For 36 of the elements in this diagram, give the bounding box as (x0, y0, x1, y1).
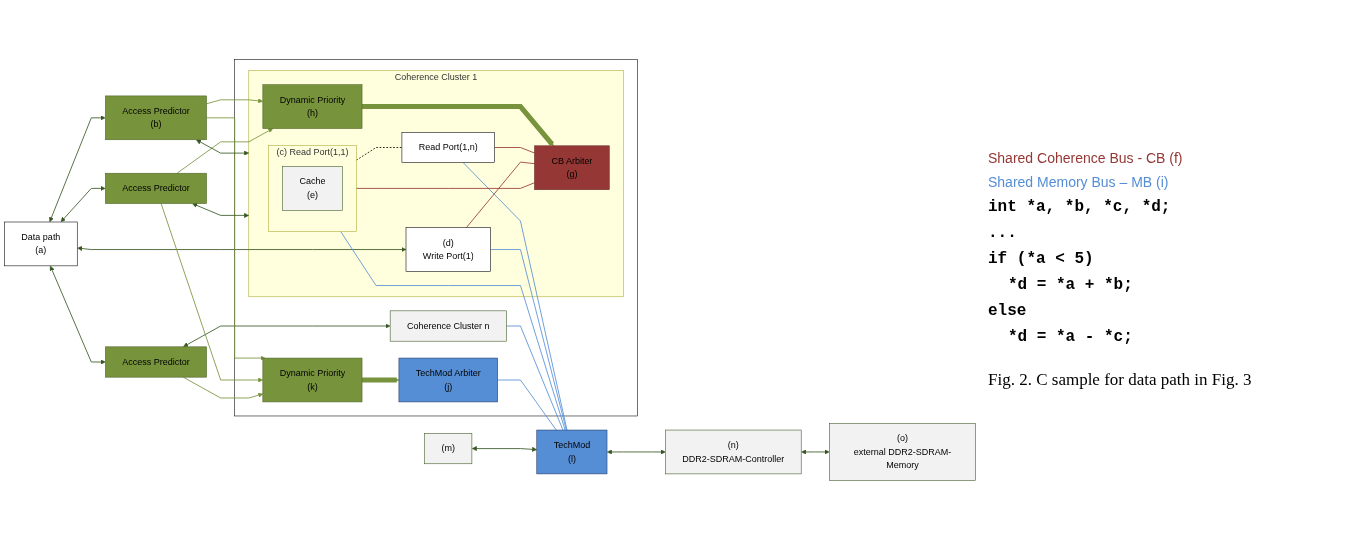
node-box: Read Port(1,n) (401, 132, 495, 163)
connector (497, 379, 557, 431)
node-box: TechMod (l) (536, 429, 608, 475)
node-box: Coherence Cluster n (389, 310, 507, 342)
bus-label: Shared Memory Bus – MB (i) (988, 174, 1170, 190)
arrow (362, 377, 400, 383)
connector (355, 182, 535, 189)
cluster (234, 59, 638, 417)
code-line: ... (988, 224, 1018, 242)
node-box: Cache (e) (282, 166, 343, 211)
code-line: *d = *a + *b; (1007, 276, 1134, 294)
node-box: (m) (424, 433, 473, 465)
node-box: TechMod Arbiter (j) (398, 357, 498, 403)
connector (462, 162, 568, 431)
node-box: Access Predictor (b) (105, 95, 207, 141)
node-box: CB Arbiter (g) (534, 145, 610, 190)
connector (490, 249, 567, 431)
node-box: (n) DDR2-SDRAM-Controller (665, 429, 802, 475)
node-box: (d) Write Port(1) (405, 227, 491, 272)
node-box: (o) external DDR2-SDRAM-Memory (829, 423, 976, 481)
connector (494, 147, 535, 154)
code-line: if (*a < 5) (988, 250, 1095, 268)
node-box: Dynamic Priority (h) (262, 84, 363, 129)
figure-caption: Fig. 2. C sample for data path in Fig. 3 (988, 370, 1253, 390)
node-box: Data path (a) (4, 221, 78, 267)
node-box: Access Predictor (105, 346, 207, 378)
connector (465, 161, 535, 229)
connector (340, 231, 566, 431)
connector (506, 325, 564, 431)
arrow (362, 104, 554, 147)
code-line: int *a, *b, *c, *d; (988, 198, 1172, 216)
node-box: Dynamic Priority (k) (262, 357, 363, 403)
bus-label: Shared Coherence Bus - CB (f) (988, 150, 1184, 166)
code-line: *d = *a - *c; (1007, 328, 1134, 346)
node-box: Access Predictor (105, 172, 207, 204)
code-line: else (988, 302, 1028, 320)
